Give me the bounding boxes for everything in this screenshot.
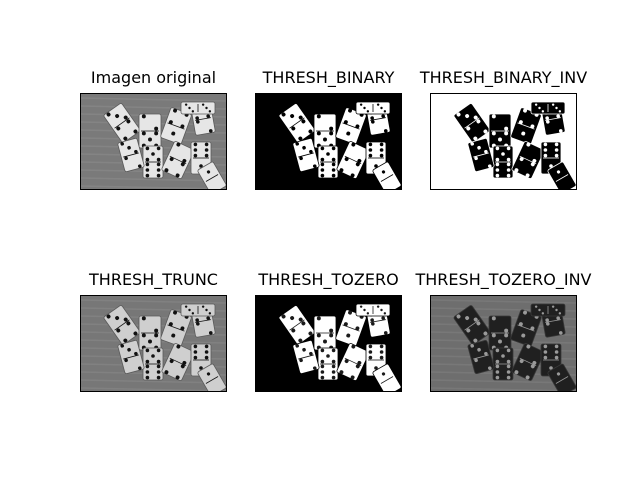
domino-tile (197, 363, 226, 391)
domino-tile (142, 347, 164, 381)
domino-tile (335, 107, 367, 145)
domino-tile (142, 145, 164, 179)
domino-tile (197, 161, 226, 189)
domino-tile (161, 141, 195, 179)
domino-tile (103, 103, 141, 143)
domino-tile (453, 305, 491, 345)
domino-tile (336, 343, 370, 381)
domino-tile (317, 347, 339, 381)
domino-tile (292, 339, 320, 375)
domino-tile (492, 145, 514, 179)
wood-grain (431, 379, 576, 384)
domino-tile (160, 107, 192, 145)
image-thresh-tozero-inv (430, 295, 577, 392)
panel-title: THRESH_TOZERO_INV (415, 270, 592, 289)
domino-tile (117, 137, 145, 173)
wood-grain (431, 299, 576, 304)
panel-title: THRESH_TRUNC (89, 270, 218, 289)
domino-tile (467, 339, 495, 375)
wood-grain (81, 185, 226, 189)
wood-grain (81, 97, 226, 102)
domino-tile (278, 305, 316, 345)
image-thresh-tozero (255, 295, 402, 392)
domino-tile (180, 303, 216, 317)
domino-tile (336, 141, 370, 179)
domino-tile (138, 315, 162, 351)
panel-title: THRESH_BINARY (262, 68, 395, 87)
wood-grain (81, 379, 226, 384)
domino-tile (453, 103, 491, 143)
domino-tile (547, 363, 576, 391)
domino-tile (317, 145, 339, 179)
image-thresh-binary (255, 93, 402, 190)
domino-tile (511, 343, 545, 381)
image-thresh-trunc (80, 295, 227, 392)
domino-tile (103, 305, 141, 345)
domino-tile (180, 101, 216, 115)
wood-grain (81, 177, 226, 182)
panel-title: Imagen original (90, 68, 217, 87)
domino-tile (355, 101, 391, 115)
domino-tile (278, 103, 316, 143)
panel-title: THRESH_TOZERO (258, 270, 399, 289)
domino-tile (313, 315, 337, 351)
domino-tile (467, 137, 495, 173)
domino-tile (492, 347, 514, 381)
panel-title: THRESH_BINARY_INV (419, 68, 588, 87)
domino-tile (547, 161, 576, 189)
domino-tile (488, 113, 512, 149)
image-original (80, 93, 227, 190)
domino-tile (510, 309, 542, 347)
domino-tile (292, 137, 320, 173)
domino-tile (372, 161, 401, 189)
domino-tile (530, 101, 566, 115)
domino-tile (488, 315, 512, 351)
domino-tile (530, 303, 566, 317)
domino-tile (117, 339, 145, 375)
wood-grain (81, 299, 226, 304)
image-thresh-binary-inv (430, 93, 577, 190)
domino-tile (372, 363, 401, 391)
domino-tile (511, 141, 545, 179)
domino-tile (365, 141, 387, 175)
domino-tile (355, 303, 391, 317)
domino-tile (335, 309, 367, 347)
domino-tile (161, 343, 195, 381)
domino-tile (138, 113, 162, 149)
domino-tile (313, 113, 337, 149)
wood-grain (81, 387, 226, 391)
wood-grain (431, 387, 576, 391)
